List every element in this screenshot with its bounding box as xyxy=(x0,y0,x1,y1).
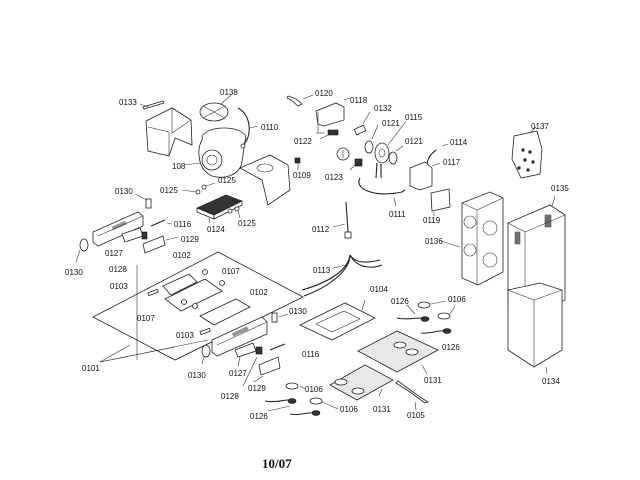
part-0101-base-plate xyxy=(92,251,304,363)
label-0127-bottom[interactable]: 0127 xyxy=(229,369,247,378)
label-0134[interactable]: 0134 xyxy=(542,377,560,386)
part-0127-0128-0129-top xyxy=(121,219,179,254)
part-0111-wire xyxy=(358,177,406,195)
label-0125-left[interactable]: 0125 xyxy=(160,186,178,195)
part-0125-screws xyxy=(181,182,241,219)
label-0125-top[interactable]: 0125 xyxy=(218,176,236,185)
label-0102-mid[interactable]: 0102 xyxy=(250,288,268,297)
label-0129-top[interactable]: 0129 xyxy=(181,235,199,244)
label-0106-top[interactable]: 0106 xyxy=(448,295,466,304)
label-0138[interactable]: 0138 xyxy=(220,88,238,97)
label-108[interactable]: 108 xyxy=(172,162,186,171)
part-0105-strip xyxy=(395,380,429,411)
label-0107-mid[interactable]: 0107 xyxy=(137,314,155,323)
label-0120[interactable]: 0120 xyxy=(315,89,333,98)
part-0122 xyxy=(327,129,339,136)
part-0131-grille-left xyxy=(329,364,394,401)
part-control-housing-bottom xyxy=(201,312,289,365)
part-0120-connector xyxy=(286,94,314,107)
part-0112-wire xyxy=(332,201,352,239)
part-0106-0126-bottom xyxy=(264,382,339,416)
part-0106-0126-top xyxy=(396,300,456,334)
label-0124[interactable]: 0124 xyxy=(207,225,225,234)
label-0115[interactable]: 0115 xyxy=(405,113,423,122)
label-0133[interactable]: 0133 xyxy=(119,98,137,107)
label-0126-top[interactable]: 0126 xyxy=(391,297,409,306)
label-0130-left[interactable]: 0130 xyxy=(65,268,83,277)
part-0137-filter xyxy=(511,126,543,179)
part-0119-panel xyxy=(430,188,451,212)
label-0123[interactable]: 0123 xyxy=(325,173,343,182)
label-0126-right[interactable]: 0126 xyxy=(442,343,460,352)
part-0104-tray xyxy=(299,299,376,341)
label-0111[interactable]: 0111 xyxy=(389,210,406,219)
part-control-housing-top xyxy=(75,193,152,263)
label-0135[interactable]: 0135 xyxy=(551,184,569,193)
part-0131-grille-right xyxy=(357,330,439,375)
label-0103-mid[interactable]: 0103 xyxy=(176,331,194,340)
label-0119[interactable]: 0119 xyxy=(423,216,441,225)
label-0137[interactable]: 0137 xyxy=(531,122,549,131)
part-0133-strip xyxy=(139,100,165,110)
label-0109[interactable]: 0109 xyxy=(293,171,311,180)
label-0136[interactable]: 0136 xyxy=(425,237,443,246)
part-0110-wire xyxy=(237,107,259,149)
label-0128-bottom[interactable]: 0128 xyxy=(221,392,239,401)
label-0106-bottom[interactable]: 0106 xyxy=(340,405,358,414)
part-0127-0128-0129-bottom xyxy=(234,342,286,387)
label-0130-top[interactable]: 0130 xyxy=(115,187,133,196)
part-0109-nut xyxy=(294,157,301,164)
label-0103-top[interactable]: 0103 xyxy=(110,282,128,291)
label-0132[interactable]: 0132 xyxy=(374,104,392,113)
label-0129-bottom[interactable]: 0129 xyxy=(248,384,266,393)
label-0116-top[interactable]: 0116 xyxy=(174,220,192,229)
label-0118[interactable]: 0118 xyxy=(350,96,368,105)
part-0115-motor xyxy=(364,120,407,179)
label-0117[interactable]: 0117 xyxy=(443,158,461,167)
part-0114-wire xyxy=(426,149,437,166)
label-0125-right[interactable]: 0125 xyxy=(238,219,256,228)
label-0127-top[interactable]: 0127 xyxy=(105,249,123,258)
label-0130-bottom[interactable]: 0130 xyxy=(188,371,206,380)
label-0110[interactable]: 0110 xyxy=(261,123,279,132)
label-0121-upper[interactable]: 0121 xyxy=(382,119,400,128)
label-0102-top[interactable]: 0102 xyxy=(173,251,191,260)
label-0121-lower[interactable]: 0121 xyxy=(405,137,423,146)
part-0123-lamp xyxy=(336,147,363,171)
label-0106-mid[interactable]: 0106 xyxy=(305,385,323,394)
label-0122[interactable]: 0122 xyxy=(294,137,312,146)
part-0113-harness xyxy=(301,254,383,297)
part-108-blower xyxy=(183,127,247,178)
part-frame-bracket xyxy=(145,107,193,157)
label-0116-bottom[interactable]: 0116 xyxy=(302,350,320,359)
part-0117-switch xyxy=(409,161,441,191)
label-0126-bottom[interactable]: 0126 xyxy=(250,412,268,421)
part-0134-lower-chimney xyxy=(507,282,563,375)
label-0104[interactable]: 0104 xyxy=(370,285,388,294)
label-0131-left[interactable]: 0131 xyxy=(373,405,391,414)
label-0114[interactable]: 0114 xyxy=(450,138,468,147)
part-0138-fan-grille xyxy=(199,94,232,122)
label-0112[interactable]: 0112 xyxy=(312,225,330,234)
label-0107-top[interactable]: 0107 xyxy=(222,267,240,276)
part-0118-bracket xyxy=(315,97,351,134)
part-0136-inner-chimney-frame xyxy=(440,191,504,286)
part-motor-bracket xyxy=(239,154,291,206)
date-code: 10/07 xyxy=(262,456,292,471)
label-0131-right[interactable]: 0131 xyxy=(424,376,442,385)
label-0130-mid[interactable]: 0130 xyxy=(289,307,307,316)
label-0105[interactable]: 0105 xyxy=(407,411,425,420)
label-0101[interactable]: 0101 xyxy=(82,364,100,373)
label-0128-top[interactable]: 0128 xyxy=(109,265,127,274)
label-0113[interactable]: 0113 xyxy=(313,266,331,275)
part-0132-capacitor xyxy=(353,111,371,136)
